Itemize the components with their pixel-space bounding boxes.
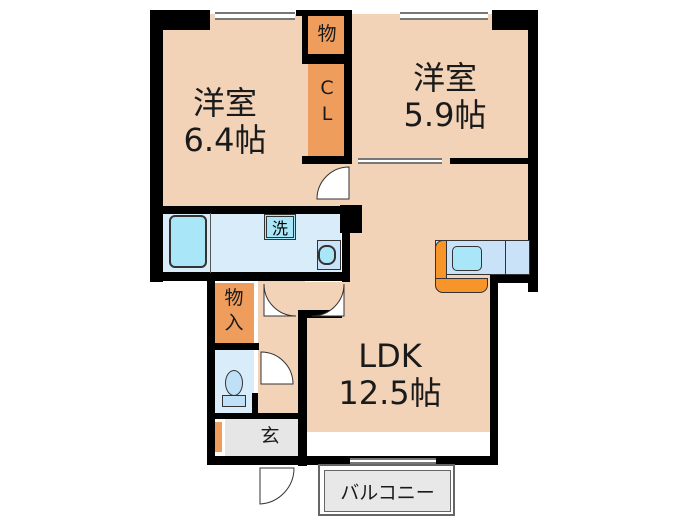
wall-storage-right — [252, 275, 259, 280]
western-room-2-label: 洋室 5.9帖 — [385, 60, 505, 134]
wall-ldk-right — [490, 282, 498, 465]
wall-left — [150, 10, 163, 282]
wall-wash-right — [342, 210, 350, 282]
storage-mono-label: 物 — [317, 23, 337, 45]
wall-top-right — [492, 10, 538, 30]
door-swing-closet[interactable] — [315, 165, 351, 205]
ldk-label: LDK 12.5帖 — [330, 338, 450, 412]
western-room-1-floor — [163, 14, 308, 212]
window-room1[interactable] — [215, 12, 295, 20]
toilet-icon — [225, 370, 243, 396]
western-room-1-label: 洋室 6.4帖 — [170, 85, 280, 159]
western-room-1-name: 洋室 — [192, 84, 257, 122]
closet-l-label: L — [321, 103, 333, 125]
western-room-2-size: 5.9帖 — [403, 95, 487, 134]
bathtub-divider — [210, 213, 211, 273]
toilet-tank — [222, 395, 246, 407]
western-room-2-name: 洋室 — [412, 59, 477, 97]
entrance-floor[interactable] — [225, 418, 301, 456]
wall-ldk-left-top — [298, 310, 342, 318]
washbasin-bowl — [318, 245, 336, 265]
balcony-label: バルコニー — [324, 470, 451, 512]
storage-monoire[interactable] — [214, 283, 254, 343]
wall-kitchen-bottom — [490, 274, 538, 283]
wall-closet-right — [344, 16, 352, 162]
closet-c-label: C — [320, 77, 334, 99]
wall-room2-bottom — [450, 158, 530, 164]
storage-monoire-label-2: 入 — [224, 312, 244, 334]
wall-toilet-right — [252, 393, 258, 418]
window-room2-bottom[interactable] — [358, 158, 442, 164]
washer-icon[interactable]: 洗 — [264, 214, 296, 240]
door-swing-hall1[interactable] — [262, 282, 302, 318]
closet-cl[interactable] — [308, 64, 346, 158]
kitchen-stove-divider — [505, 240, 506, 275]
wall-closet-bottom — [302, 156, 352, 164]
wall-right — [528, 10, 538, 292]
wall-left-lower — [207, 275, 215, 465]
wall-toilet-bottom — [207, 413, 307, 419]
shoe-storage — [214, 422, 222, 452]
wall-closet-mid — [302, 54, 352, 64]
entrance-label: 玄 — [260, 425, 280, 447]
door-swing-hall2[interactable] — [310, 282, 350, 318]
washer-label: 洗 — [271, 219, 288, 238]
wall-top-left — [150, 10, 210, 30]
door-swing-toilet[interactable] — [259, 350, 295, 390]
bathtub-icon — [169, 215, 207, 268]
wall-closet-left — [302, 16, 308, 58]
western-room-2-floor — [350, 14, 530, 162]
ldk-name: LDK — [358, 337, 422, 375]
western-room-1-size: 6.4帖 — [183, 120, 267, 159]
storage-mono[interactable] — [308, 16, 346, 54]
wall-bath-bottom — [150, 272, 348, 281]
kitchen-counter — [435, 240, 530, 275]
wall-storage-bottom — [207, 343, 259, 350]
window-room2[interactable] — [400, 12, 488, 20]
balcony[interactable]: バルコニー — [318, 464, 455, 516]
ldk-size: 12.5帖 — [338, 373, 442, 412]
kitchen-sink-icon — [452, 246, 482, 271]
window-ldk[interactable] — [350, 458, 436, 464]
wall-bath-top — [150, 206, 350, 214]
door-swing-entrance[interactable] — [258, 466, 298, 510]
wall-top-mid — [296, 10, 352, 16]
kitchen-counter-edge-bottom — [435, 278, 488, 293]
storage-monoire-label-1: 物 — [224, 287, 244, 309]
wall-ldk-left — [298, 310, 307, 466]
